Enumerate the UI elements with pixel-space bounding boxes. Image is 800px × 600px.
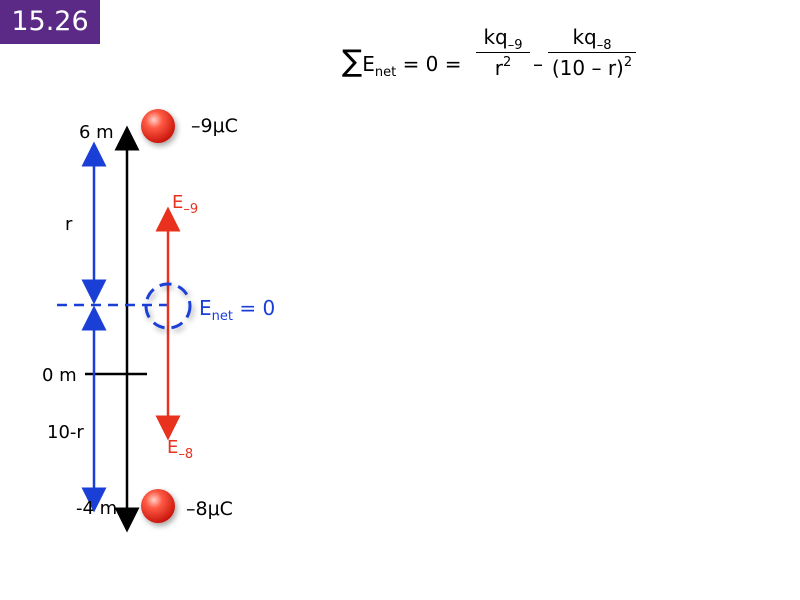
slide-number: 15.26 xyxy=(11,6,89,37)
top-position-label: 6 m xyxy=(79,122,114,143)
slide-number-badge xyxy=(0,0,100,44)
bottom-position-label: -4 m xyxy=(76,498,118,519)
fraction-q9: kq–9 r2 xyxy=(476,25,530,80)
equals-zero: = 0 = xyxy=(402,52,462,76)
top-charge-label: –9μC xyxy=(191,115,238,137)
charge-top-ball xyxy=(141,109,175,143)
net-field-label: Enet = 0 xyxy=(199,296,276,324)
ten-minus-r-label: 10-r xyxy=(47,422,84,443)
equation-lhs: ∑Enet = 0 = xyxy=(342,44,462,80)
zero-position-label: 0 m xyxy=(42,365,77,386)
zero-field-point-circle xyxy=(144,282,192,330)
r-label: r xyxy=(65,214,73,235)
fraction-q8: kq–8 (10 – r)2 xyxy=(548,25,636,80)
minus-sign: – xyxy=(533,52,543,76)
sigma-symbol: ∑ xyxy=(342,44,363,79)
field-e9-label: E–9 xyxy=(172,192,199,217)
field-e8-label: E–8 xyxy=(167,437,194,462)
charge-bottom-ball xyxy=(141,489,175,523)
bottom-charge-label: –8μC xyxy=(186,498,233,520)
